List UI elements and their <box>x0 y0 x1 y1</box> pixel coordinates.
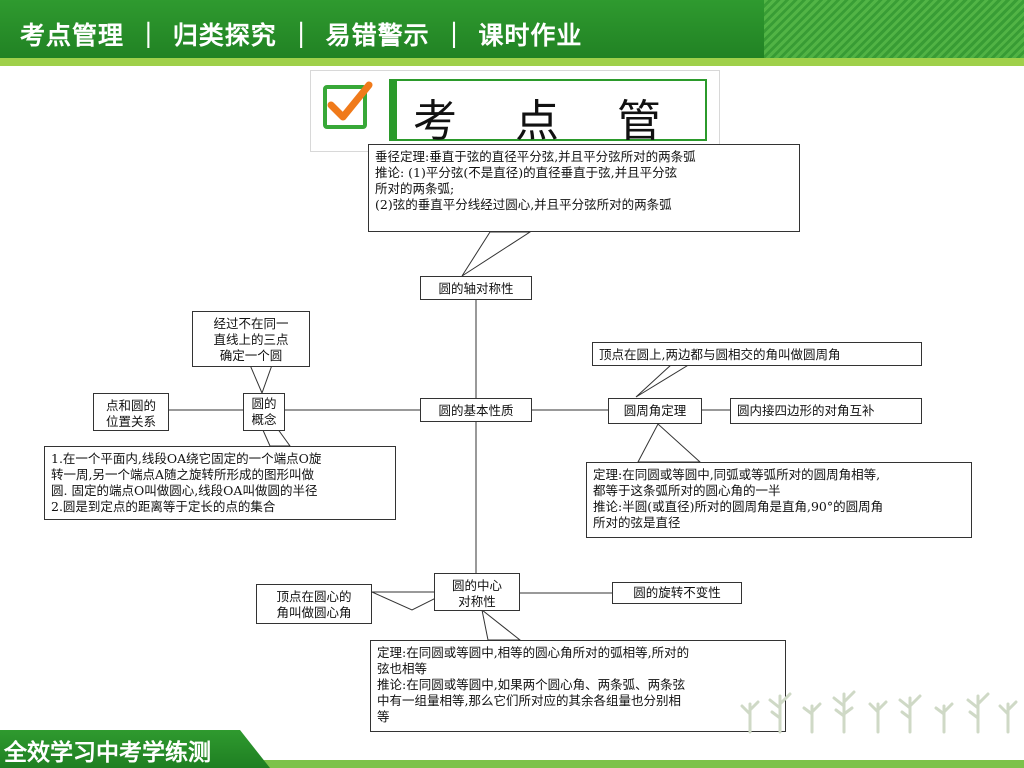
text-line: 圆的中心 <box>451 578 502 593</box>
text-line: 概念 <box>251 412 277 427</box>
banner-stripe <box>0 58 1024 66</box>
text-line: 弦也相等 <box>377 661 428 676</box>
text-line: 对称性 <box>458 594 496 609</box>
nav-kaodian[interactable]: 考点管理 <box>20 21 125 50</box>
nav-yicuo[interactable]: 易错警示 <box>325 21 430 50</box>
text-line: 垂径定理:垂直于弦的直径平分弦,并且平分弦所对的两条弧 <box>375 149 696 164</box>
text-line: 2.圆是到定点的距离等于定长的点的集合 <box>51 499 276 514</box>
bottom-stripe <box>0 760 1024 768</box>
text-line: 圆的 <box>251 396 277 411</box>
basic-property-node: 圆的基本性质 <box>420 398 532 422</box>
text-line: 位置关系 <box>105 414 156 429</box>
central-symmetry-node: 圆的中心 对称性 <box>434 573 520 611</box>
text-line: 推论: (1)平分弦(不是直径)的直径垂直于弦,并且平分弦 <box>375 165 678 180</box>
nav-separator: | <box>449 19 459 49</box>
text-line: 1.在一个平面内,线段OA绕它固定的一个端点O旋 <box>51 451 322 466</box>
text-line: 等 <box>377 709 390 724</box>
text-line: 圆. 固定的端点O叫做圆心,线段OA叫做圆的半径 <box>51 483 318 498</box>
decorative-plants-icon <box>740 690 1018 734</box>
banner-pattern <box>764 0 1024 58</box>
text-line: 角叫做圆心角 <box>276 605 352 620</box>
top-banner: 考点管理 | 归类探究 | 易错警示 | 课时作业 <box>0 0 1024 66</box>
central-angle-def-box: 顶点在圆心的 角叫做圆心角 <box>256 584 372 624</box>
text-line: 都等于这条弧所对的圆心角的一半 <box>593 483 781 498</box>
text-line: 所对的两条弧; <box>375 181 455 196</box>
definition-box: 1.在一个平面内,线段OA绕它固定的一个端点O旋 转一周,另一个端点A随之旋转所… <box>44 446 396 520</box>
nav-separator: | <box>296 19 306 49</box>
text-line: 所对的弦是直径 <box>593 515 681 530</box>
text-line: 点和圆的 <box>105 398 156 413</box>
text-line: 定理:在同圆或等圆中,同弧或等弧所对的圆周角相等, <box>593 467 881 482</box>
check-icon <box>323 81 373 129</box>
section-title-box: 考 点 管 理 <box>310 70 720 211</box>
bottom-banner: 全效学习中考学练测 <box>0 730 1024 768</box>
text-line: 顶点在圆心的 <box>276 589 352 604</box>
top-nav: 考点管理 | 归类探究 | 易错警示 | 课时作业 <box>20 16 582 52</box>
rotation-invariance-node: 圆的旋转不变性 <box>612 582 742 604</box>
brand-text: 全效学习中考学练测 <box>4 739 211 766</box>
nav-separator: | <box>144 19 153 49</box>
nav-keshi[interactable]: 课时作业 <box>478 21 583 50</box>
text-line: 推论:在同圆或等圆中,如果两个圆心角、两条弧、两条弦 <box>377 677 686 692</box>
inscribed-content-box: 定理:在同圆或等圆中,同弧或等弧所对的圆周角相等, 都等于这条弧所对的圆心角的一… <box>586 462 972 538</box>
title-frame <box>389 79 707 141</box>
central-theorem-box: 定理:在同圆或等圆中,相等的圆心角所对的弧相等,所对的 弦也相等 推论:在同圆或… <box>370 640 786 732</box>
text-line: 确定一个圆 <box>219 348 283 363</box>
cyclic-quad-box: 圆内接四边形的对角互补 <box>730 398 922 424</box>
point-circle-node: 点和圆的 位置关系 <box>93 393 169 431</box>
text-line: 直线上的三点 <box>213 332 289 347</box>
text-line: 转一周,另一个端点A随之旋转所形成的图形叫做 <box>51 467 315 482</box>
inscribed-theorem-node: 圆周角定理 <box>608 398 702 424</box>
nav-guilei[interactable]: 归类探究 <box>172 21 277 50</box>
three-points-box: 经过不在同一 直线上的三点 确定一个圆 <box>192 311 310 367</box>
text-line: 推论:半圆(或直径)所对的圆周角是直角,90°的圆周角 <box>593 499 884 514</box>
text-line: 定理:在同圆或等圆中,相等的圆心角所对的弧相等,所对的 <box>377 645 690 660</box>
brand-tab <box>0 730 270 768</box>
inscribed-def-box: 顶点在圆上,两边都与圆相交的角叫做圆周角 <box>592 342 922 366</box>
concept-node: 圆的 概念 <box>243 393 285 431</box>
text-line: 经过不在同一 <box>213 316 289 331</box>
text-line: 中有一组量相等,那么它们所对应的其余各组量也分别相 <box>377 693 681 708</box>
axis-theorem-box: 垂径定理:垂直于弦的直径平分弦,并且平分弦所对的两条弧 推论: (1)平分弦(不… <box>368 144 800 232</box>
text-line: (2)弦的垂直平分线经过圆心,并且平分弦所对的两条弧 <box>375 197 672 212</box>
axis-symmetry-node: 圆的轴对称性 <box>420 276 532 300</box>
